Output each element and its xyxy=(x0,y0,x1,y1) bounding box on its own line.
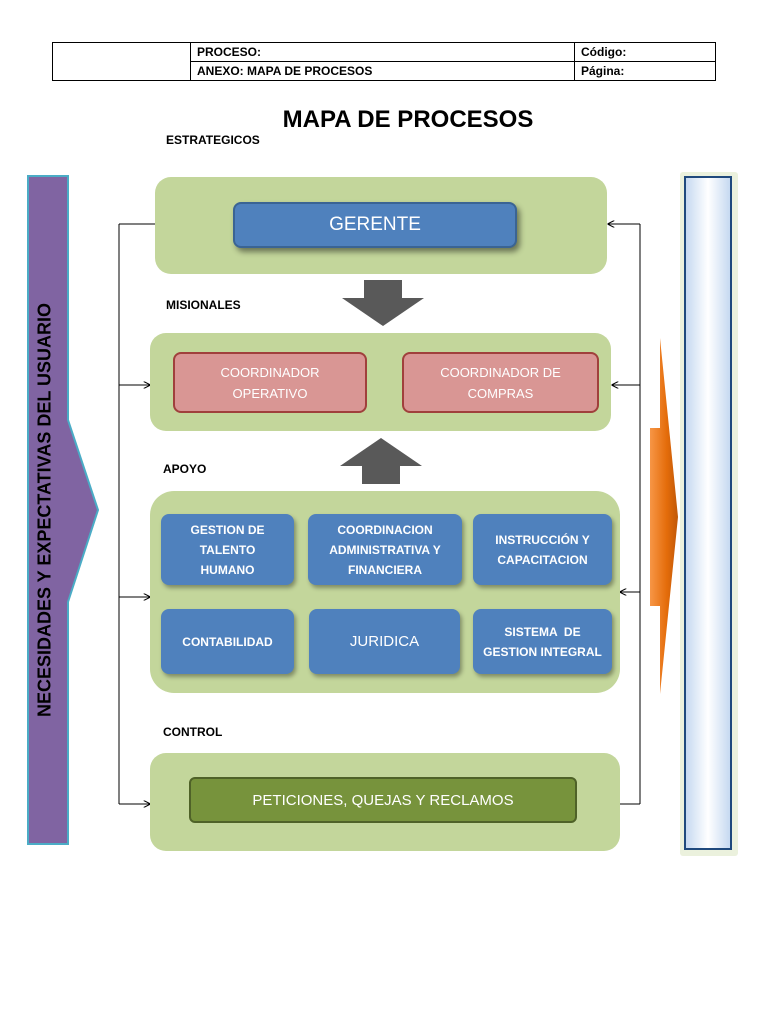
box-instruccion-capacitacion: INSTRUCCIÓN Y CAPACITACION xyxy=(473,514,612,585)
box-gestion-talento-humano: GESTION DE TALENTO HUMANO xyxy=(161,514,294,585)
box-juridica: JURIDICA xyxy=(309,609,460,674)
section-label-apoyo: APOYO xyxy=(163,462,207,476)
orange-right-arrow xyxy=(650,338,678,694)
box-coordinador-compras: COORDINADOR DE COMPRAS xyxy=(402,352,599,413)
section-label-estrategicos: ESTRATEGICOS xyxy=(166,133,260,147)
logo-cell xyxy=(52,42,191,81)
box-coord-admin-line2: ADMINISTRATIVA Y xyxy=(329,542,441,557)
box-gestion-line2: TALENTO xyxy=(199,542,256,557)
box-sistema-line2: GESTION INTEGRAL xyxy=(483,644,602,659)
box-coordinador-operativo-line2: OPERATIVO xyxy=(232,385,308,401)
box-coordinador-compras-line1: COORDINADOR DE xyxy=(440,364,561,380)
box-gerente: GERENTE xyxy=(233,202,517,248)
box-coordinacion-administrativa: COORDINACION ADMINISTRATIVA Y FINANCIERA xyxy=(308,514,462,585)
pagina-label: Página: xyxy=(574,61,716,81)
anexo-label: ANEXO: MAPA DE PROCESOS xyxy=(190,61,575,81)
box-sistema-gestion-integral: SISTEMA DE GESTION INTEGRAL xyxy=(473,609,612,674)
box-contabilidad: CONTABILIDAD xyxy=(161,609,294,674)
box-gestion-line1: GESTION DE xyxy=(190,522,265,537)
box-coord-admin-line1: COORDINACION xyxy=(337,522,433,537)
down-arrow xyxy=(342,280,424,326)
box-peticiones-quejas-reclamos: PETICIONES, QUEJAS Y RECLAMOS xyxy=(189,777,577,823)
box-coordinador-compras-line2: COMPRAS xyxy=(467,385,534,401)
document-header-table: PROCESO: Código: ANEXO: MAPA DE PROCESOS… xyxy=(52,42,716,81)
section-label-misionales: MISIONALES xyxy=(166,298,241,312)
right-satisfaction-banner xyxy=(684,176,732,850)
up-arrow xyxy=(340,438,422,484)
box-coord-admin-line3: FINANCIERA xyxy=(348,562,422,577)
section-label-control: CONTROL xyxy=(163,725,223,739)
left-needs-arrow-banner xyxy=(27,175,100,845)
box-gestion-line3: HUMANO xyxy=(200,562,255,577)
box-coordinador-operativo: COORDINADOR OPERATIVO xyxy=(173,352,367,413)
box-coordinador-operativo-line1: COORDINADOR xyxy=(220,364,320,380)
page-title: MAPA DE PROCESOS xyxy=(282,106,534,133)
box-sistema-line1: SISTEMA DE xyxy=(504,624,581,639)
box-instruccion-line1: INSTRUCCIÓN Y xyxy=(495,532,590,547)
box-instruccion-line2: CAPACITACION xyxy=(497,552,588,567)
